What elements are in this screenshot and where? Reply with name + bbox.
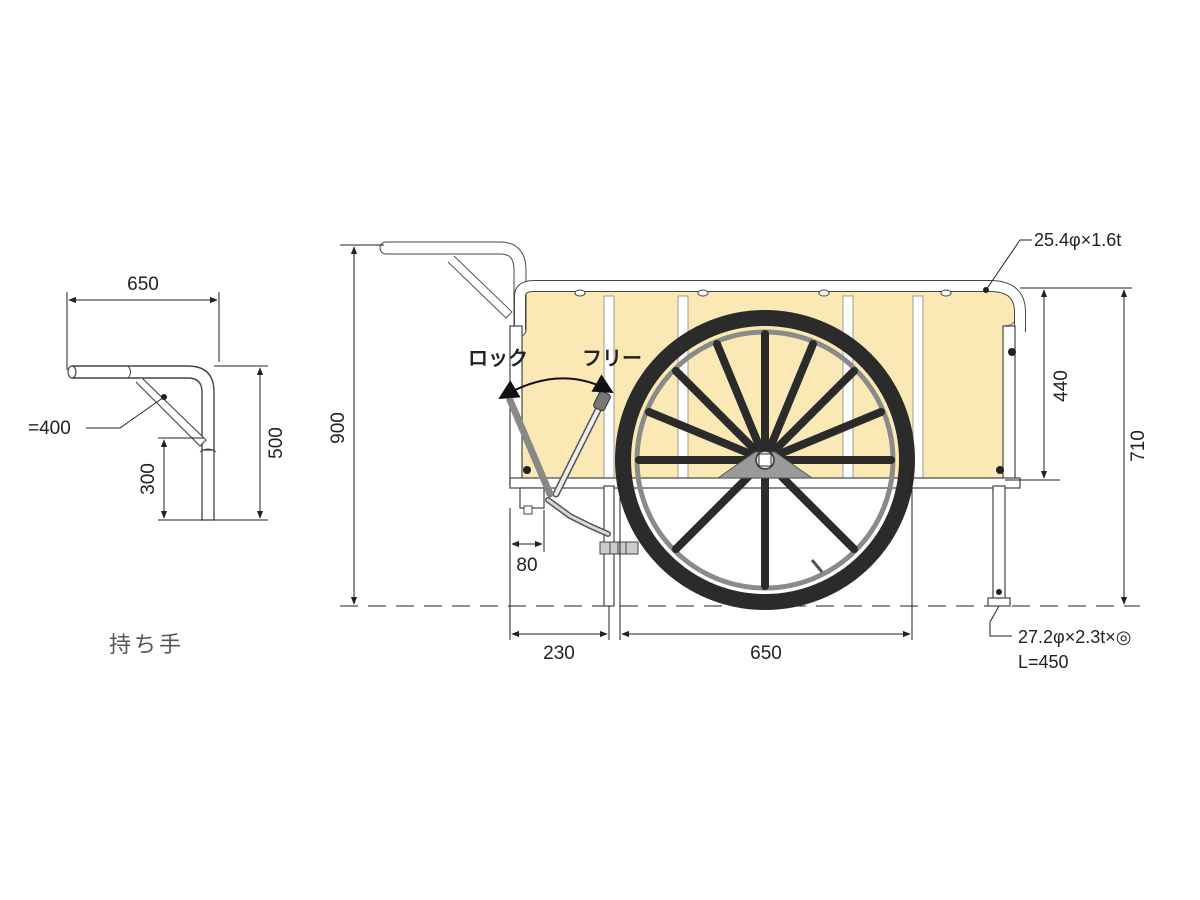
cart-side-view: ロック フリー 900 440 710 25.4φ×1.6t 80 230 <box>328 230 1149 672</box>
post-bolts <box>523 348 1016 474</box>
wheel-hub-nut <box>758 453 772 467</box>
handle-post <box>201 449 215 521</box>
handle-lower-label: 300 <box>138 463 159 495</box>
handle-caption: 持ち手 <box>109 633 184 658</box>
wheel <box>615 310 915 610</box>
leg-spec-leader <box>989 605 1012 637</box>
lever-swing-arrow <box>498 374 614 400</box>
dim-80-label: 80 <box>516 555 537 576</box>
stand-foot-pedal <box>599 541 639 555</box>
handle-post-break <box>199 448 217 453</box>
handle-leader-label: =400 <box>28 418 71 439</box>
pipe-spec-label: 25.4φ×1.6t <box>1034 230 1121 250</box>
dim-710-label: 710 <box>1128 430 1149 462</box>
handle-pipe-bottom <box>72 377 203 452</box>
dim-230-label: 230 <box>543 643 575 664</box>
handle-brace <box>135 377 207 447</box>
label-lock: ロック <box>468 346 528 370</box>
handle-width-label: 650 <box>127 274 159 295</box>
wheel-tire <box>615 310 915 610</box>
side-handle <box>380 242 526 336</box>
handle-height-label: 500 <box>266 427 287 459</box>
pipe-spec-leader <box>985 239 1032 291</box>
tire-valve <box>810 559 824 573</box>
dim-440-label: 440 <box>1051 370 1072 402</box>
stand-bracket <box>519 487 545 509</box>
handle-pipe-joint <box>127 365 131 379</box>
leg-length-label: L=450 <box>1018 652 1069 672</box>
handle-view: 650 500 300 =400 持ち手 <box>28 274 287 658</box>
rear-leg-foot <box>987 597 1011 607</box>
top-frame-rail <box>515 281 1025 332</box>
lever-lock-position <box>506 396 554 498</box>
rear-leg-dot <box>996 589 1002 595</box>
handle-pipe-end <box>67 365 77 379</box>
stand-lever-mechanism: ロック フリー <box>468 346 642 555</box>
side-handle-brace <box>447 255 513 319</box>
rear-leg <box>992 485 1006 601</box>
dim-900-label: 900 <box>328 412 349 444</box>
handle-leader-line <box>86 396 165 429</box>
dim-650-label: 650 <box>750 643 782 664</box>
leg-spec-label: 27.2φ×2.3t×◎ <box>1018 627 1131 647</box>
label-free: フリー <box>582 346 642 370</box>
